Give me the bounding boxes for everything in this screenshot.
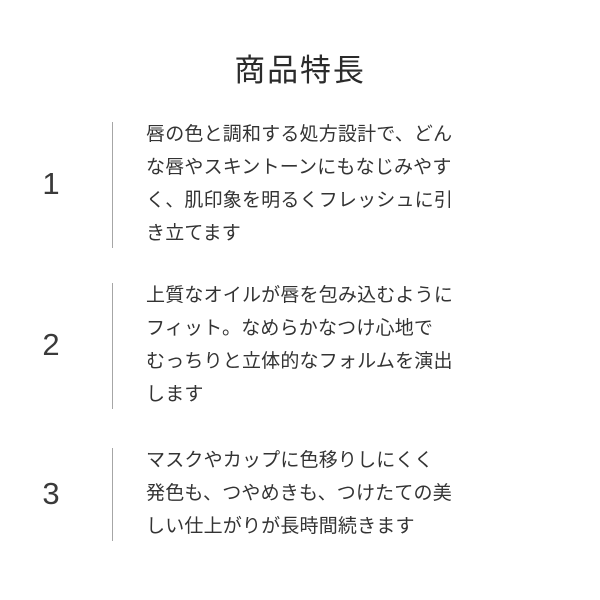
feature-text-line: 唇の色と調和する処方設計で、どん — [146, 124, 453, 145]
feature-number-1: 1 — [42, 166, 60, 201]
feature-item-1: 1 唇の色と調和する処方設計で、どん な唇やスキントーンにもなじみやす く、肌印… — [0, 118, 600, 250]
feature-text-3: マスクやカップに色移りしにくく 発色も、つやめきも、つけたての美 しい仕上がりが… — [113, 444, 600, 543]
feature-text-line: な唇やスキントーンにもなじみやす — [146, 157, 452, 178]
feature-text-line: マスクやカップに色移りしにくく — [146, 450, 434, 471]
feature-body-3: マスクやカップに色移りしにくく 発色も、つやめきも、つけたての美 しい仕上がりが… — [112, 444, 600, 543]
feature-body-1: 唇の色と調和する処方設計で、どん な唇やスキントーンにもなじみやす く、肌印象を… — [112, 118, 600, 250]
feature-text-line: します — [146, 384, 204, 405]
feature-divider-1 — [112, 122, 113, 248]
page-title: 商品特長 — [234, 53, 366, 88]
feature-text-line: しい仕上がりが長時間続きます — [146, 516, 415, 537]
feature-text-1: 唇の色と調和する処方設計で、どん な唇やスキントーンにもなじみやす く、肌印象を… — [113, 118, 600, 250]
feature-divider-3 — [112, 448, 113, 541]
feature-text-line: く、肌印象を明るくフレッシュに引 — [146, 190, 454, 211]
feature-body-2: 上質なオイルが唇を包み込むように フィット。なめらかなつけ心地で むっちりと立体… — [112, 279, 600, 411]
feature-item-3: 3 マスクやカップに色移りしにくく 発色も、つやめきも、つけたての美 しい仕上が… — [0, 444, 600, 543]
feature-divider-2 — [112, 283, 113, 409]
feature-text-line: 発色も、つやめきも、つけたての美 — [146, 483, 452, 504]
feature-text-line: 上質なオイルが唇を包み込むように — [146, 285, 454, 306]
feature-item-2: 2 上質なオイルが唇を包み込むように フィット。なめらかなつけ心地で むっちりと… — [0, 279, 600, 411]
feature-text-line: フィット。なめらかなつけ心地で — [146, 318, 434, 339]
feature-text-line: き立てます — [146, 223, 242, 244]
feature-text-line: むっちりと立体的なフォルムを演出 — [146, 351, 453, 372]
feature-number-2: 2 — [42, 327, 60, 362]
feature-number-3: 3 — [42, 475, 60, 511]
feature-text-2: 上質なオイルが唇を包み込むように フィット。なめらかなつけ心地で むっちりと立体… — [113, 279, 600, 411]
